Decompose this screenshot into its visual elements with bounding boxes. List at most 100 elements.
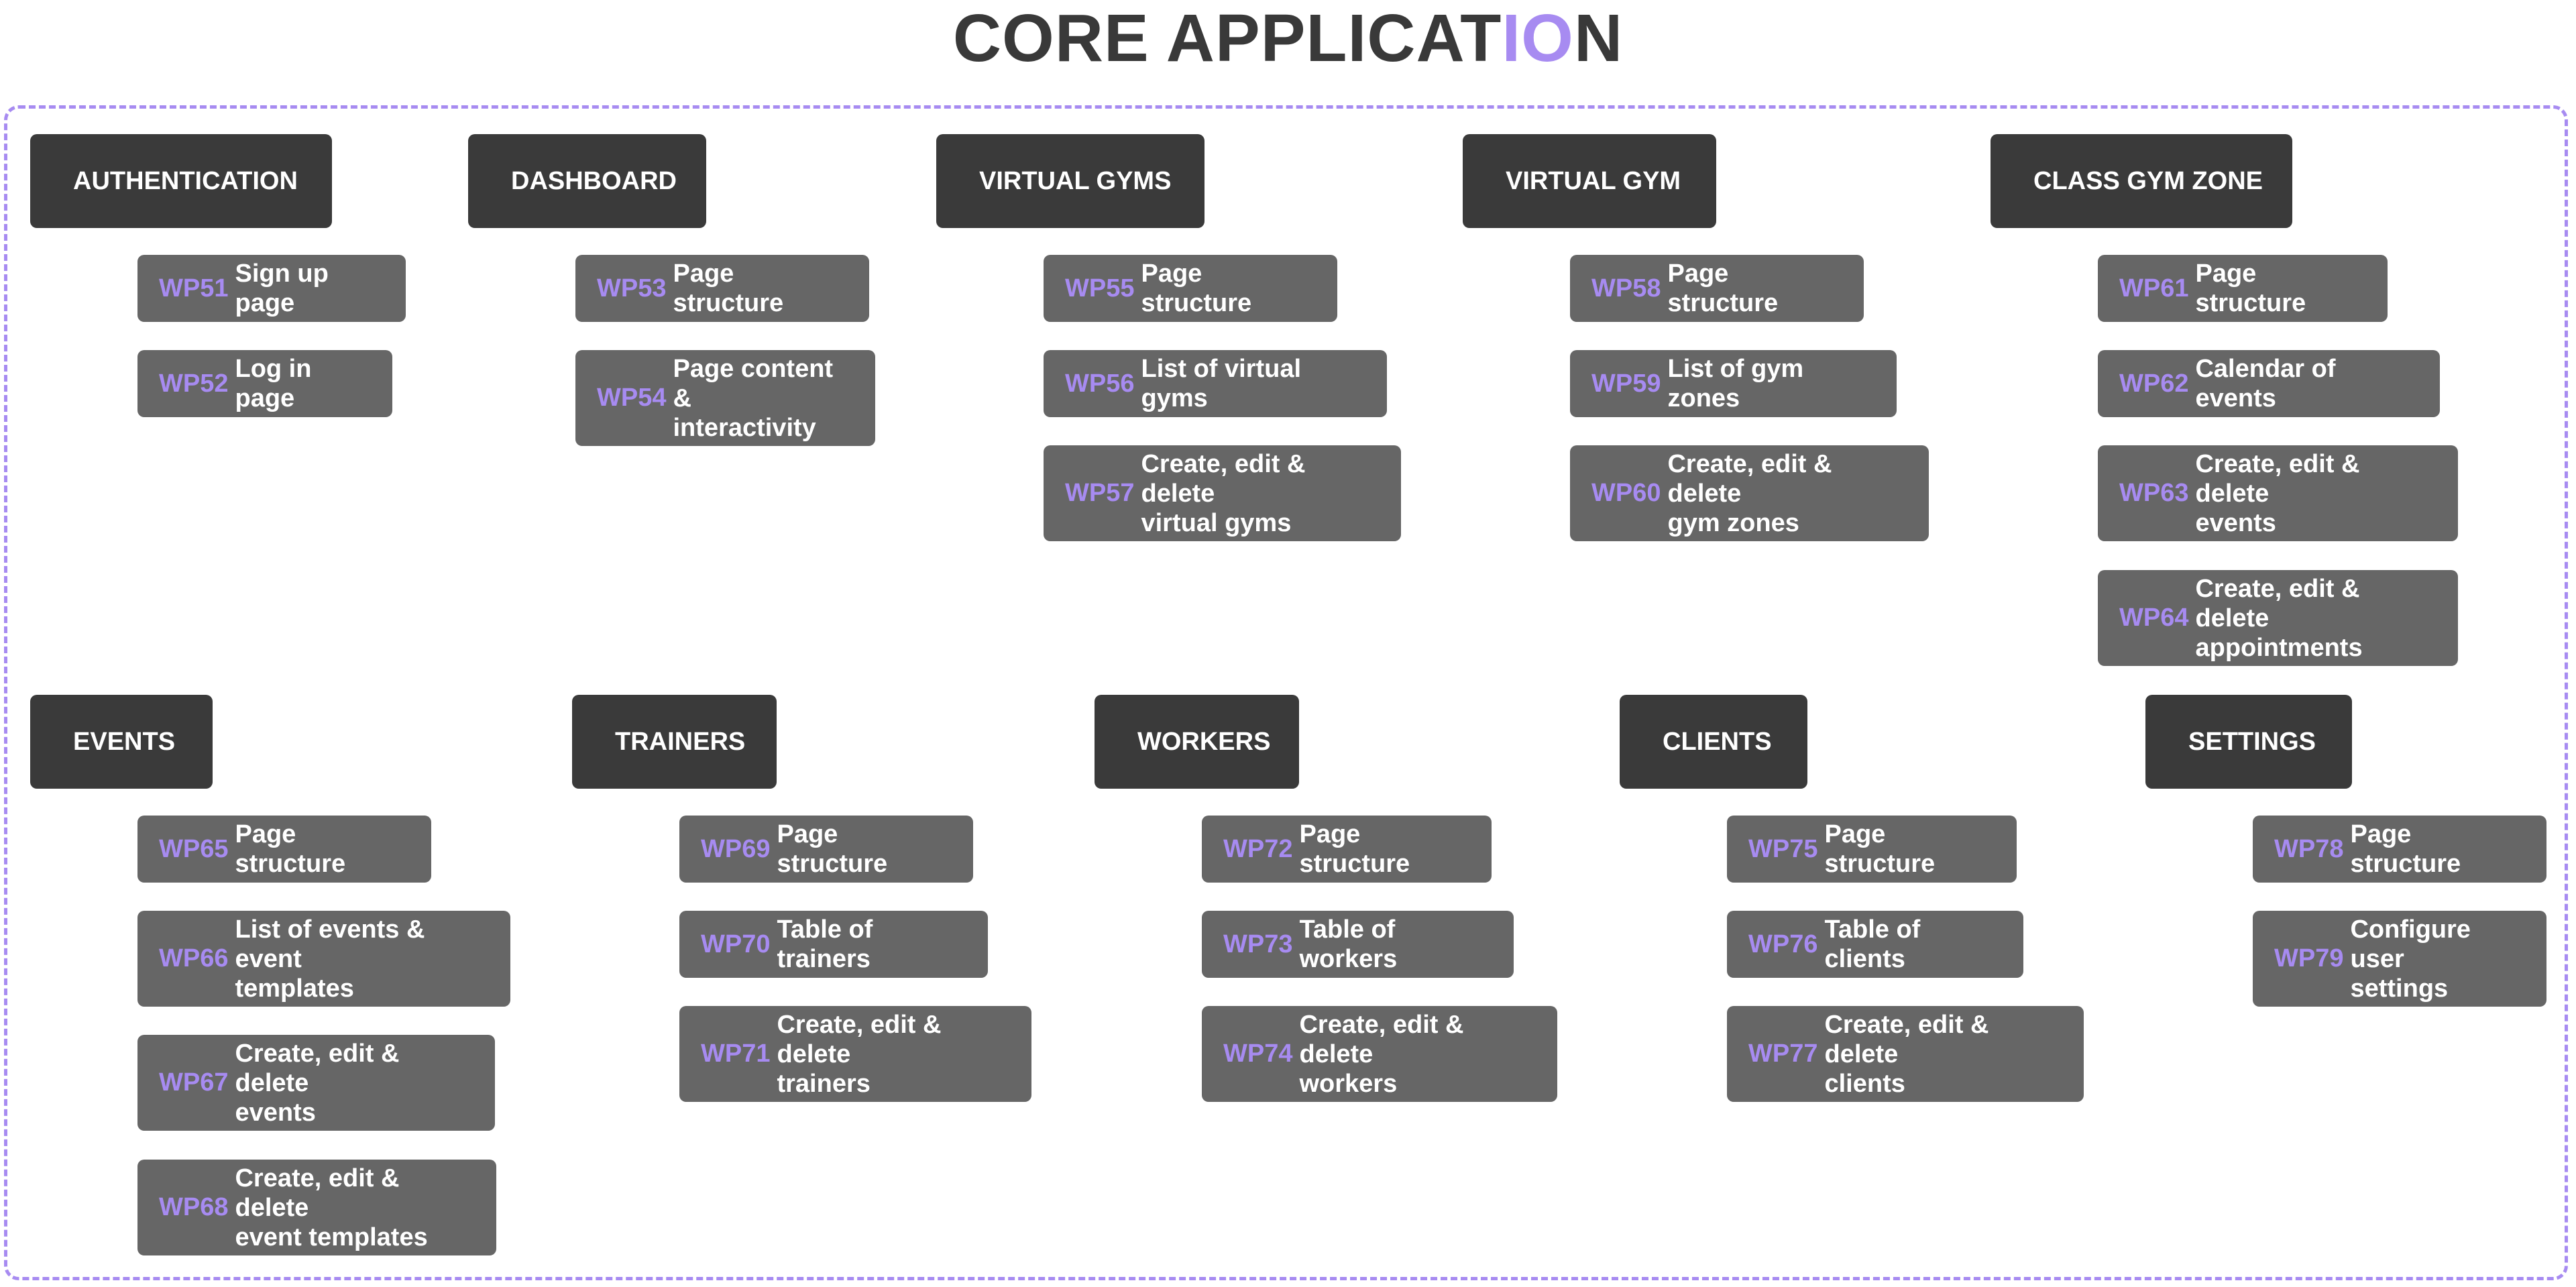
page-title: CORE APPLICATION — [0, 0, 2576, 77]
section-header-virtual-gyms: VIRTUAL GYMS — [936, 134, 1205, 228]
title-end: N — [1573, 1, 1624, 76]
work-package-code: WP64 — [2119, 604, 2189, 632]
section-header-workers: WORKERS — [1095, 695, 1299, 789]
section-header-label: EVENTS — [73, 727, 176, 756]
work-package-code: WP79 — [2274, 944, 2344, 972]
work-package-code: WP55 — [1065, 274, 1135, 302]
work-package-label: Create, edit & delete trainers — [777, 1010, 942, 1098]
section-header-label: AUTHENTICATION — [73, 166, 298, 195]
work-package-code: WP59 — [1591, 369, 1661, 398]
section-header-label: DASHBOARD — [511, 166, 677, 195]
work-package-code: WP56 — [1065, 369, 1135, 398]
work-package-label: Page structure — [2195, 260, 2306, 317]
work-package-code: WP73 — [1223, 930, 1293, 958]
work-package-label: Table of workers — [1299, 915, 1398, 973]
work-package-label: Create, edit & delete virtual gyms — [1141, 449, 1306, 537]
diagram-frame — [4, 105, 2568, 1280]
work-package-code: WP52 — [159, 369, 229, 398]
section-header-label: CLASS GYM ZONE — [2033, 166, 2263, 195]
work-package-label: List of gym zones — [1667, 355, 1804, 412]
work-package-code: WP62 — [2119, 369, 2189, 398]
work-package-code: WP54 — [597, 384, 667, 412]
work-package-label: Table of clients — [1824, 915, 1921, 973]
section-header-label: CLIENTS — [1663, 727, 1772, 756]
title-accent: IO — [1502, 1, 1574, 76]
work-package-code: WP61 — [2119, 274, 2189, 302]
work-package-code: WP68 — [159, 1193, 229, 1221]
work-package-label: Sign up page — [235, 260, 329, 317]
work-package-code: WP78 — [2274, 834, 2344, 863]
work-package-label: Create, edit & delete events — [2195, 449, 2360, 537]
work-package-label: Page structure — [777, 820, 888, 878]
section-header-authentication: AUTHENTICATION — [30, 134, 332, 228]
section-header-events: EVENTS — [30, 695, 213, 789]
work-package-label: Create, edit & delete clients — [1824, 1010, 1989, 1098]
work-package-code: WP66 — [159, 944, 229, 972]
work-package-label: Calendar of events — [2195, 355, 2336, 412]
work-package-code: WP57 — [1065, 479, 1135, 507]
section-header-label: VIRTUAL GYM — [1506, 166, 1681, 195]
work-package-label: Create, edit & delete gym zones — [1667, 449, 1832, 537]
work-package-code: WP63 — [2119, 479, 2189, 507]
work-package-code: WP76 — [1748, 930, 1818, 958]
section-header-dashboard: DASHBOARD — [468, 134, 706, 228]
work-package-code: WP65 — [159, 834, 229, 863]
work-package-code: WP69 — [701, 834, 771, 863]
section-header-label: TRAINERS — [615, 727, 746, 756]
work-package-label: Page structure — [1667, 260, 1779, 317]
work-package-label: Log in page — [235, 355, 312, 412]
work-package-code: WP75 — [1748, 834, 1818, 863]
section-header-clients: CLIENTS — [1620, 695, 1807, 789]
work-package-code: WP51 — [159, 274, 229, 302]
work-package-label: Page structure — [1299, 820, 1410, 878]
work-package-label: Page structure — [2350, 820, 2461, 878]
work-package-label: Create, edit & delete events — [235, 1039, 400, 1127]
section-header-label: WORKERS — [1137, 727, 1271, 756]
work-package-code: WP58 — [1591, 274, 1661, 302]
section-header-trainers: TRAINERS — [572, 695, 777, 789]
work-package-label: Create, edit & delete workers — [1299, 1010, 1464, 1098]
title-main: CORE APPLICAT — [952, 1, 1502, 76]
work-package-label: Page structure — [235, 820, 346, 878]
work-package-code: WP71 — [701, 1040, 771, 1068]
section-header-class-gym-zone: CLASS GYM ZONE — [1991, 134, 2292, 228]
work-package-label: Table of trainers — [777, 915, 873, 973]
section-header-label: VIRTUAL GYMS — [979, 166, 1172, 195]
work-package-code: WP70 — [701, 930, 771, 958]
work-package-code: WP53 — [597, 274, 667, 302]
work-package-label: Create, edit & delete appointments — [2195, 574, 2363, 662]
section-header-settings: SETTINGS — [2145, 695, 2352, 789]
section-header-virtual-gym: VIRTUAL GYM — [1463, 134, 1716, 228]
work-package-code: WP74 — [1223, 1040, 1293, 1068]
work-package-label: Create, edit & delete event templates — [235, 1164, 428, 1251]
work-package-label: List of events & event templates — [235, 915, 425, 1003]
work-package-code: WP77 — [1748, 1040, 1818, 1068]
work-package-label: Page structure — [1824, 820, 1936, 878]
